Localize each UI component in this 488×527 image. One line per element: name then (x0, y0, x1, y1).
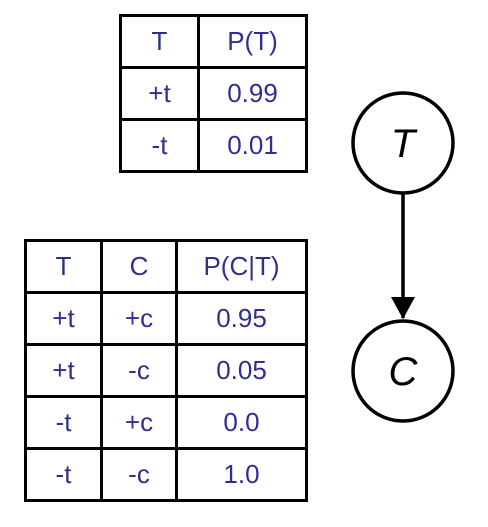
table-cell: 0.01 (197, 118, 308, 173)
table-header-row: T C P(C|T) (24, 239, 308, 294)
column-header: P(T) (197, 14, 308, 69)
table-row: -t 0.01 (119, 118, 308, 173)
column-header: T (119, 14, 200, 69)
table-cell: 0.99 (197, 66, 308, 121)
table-header-row: T P(T) (119, 14, 308, 69)
arrowhead-icon (391, 297, 415, 319)
column-header: P(C|T) (175, 239, 308, 294)
node-c (351, 319, 455, 423)
table-cell: +t (119, 66, 200, 121)
table-row: -t -c 1.0 (24, 447, 308, 502)
table-cell: -c (100, 343, 178, 398)
table-row: +t +c 0.95 (24, 291, 308, 346)
prior-probability-table: T P(T) +t 0.99 -t 0.01 (119, 14, 308, 173)
column-header: T (24, 239, 103, 294)
column-header: C (100, 239, 178, 294)
table-cell: +t (24, 291, 103, 346)
table-cell: +c (100, 291, 178, 346)
node-t (351, 91, 455, 195)
node-c-label: C (389, 350, 419, 394)
conditional-probability-table: T C P(C|T) +t +c 0.95 +t -c 0.05 -t +c 0… (24, 239, 308, 502)
table-row: +t -c 0.05 (24, 343, 308, 398)
table-cell: -t (119, 118, 200, 173)
table-cell: +t (24, 343, 103, 398)
table-cell: 0.0 (175, 395, 308, 450)
table-cell: 0.05 (175, 343, 308, 398)
table-row: -t +c 0.0 (24, 395, 308, 450)
table-cell: -t (24, 447, 103, 502)
node-t-label: T (391, 122, 418, 166)
table-cell: -t (24, 395, 103, 450)
table-cell: -c (100, 447, 178, 502)
table-cell: +c (100, 395, 178, 450)
table-cell: 1.0 (175, 447, 308, 502)
table-row: +t 0.99 (119, 66, 308, 121)
table-cell: 0.95 (175, 291, 308, 346)
